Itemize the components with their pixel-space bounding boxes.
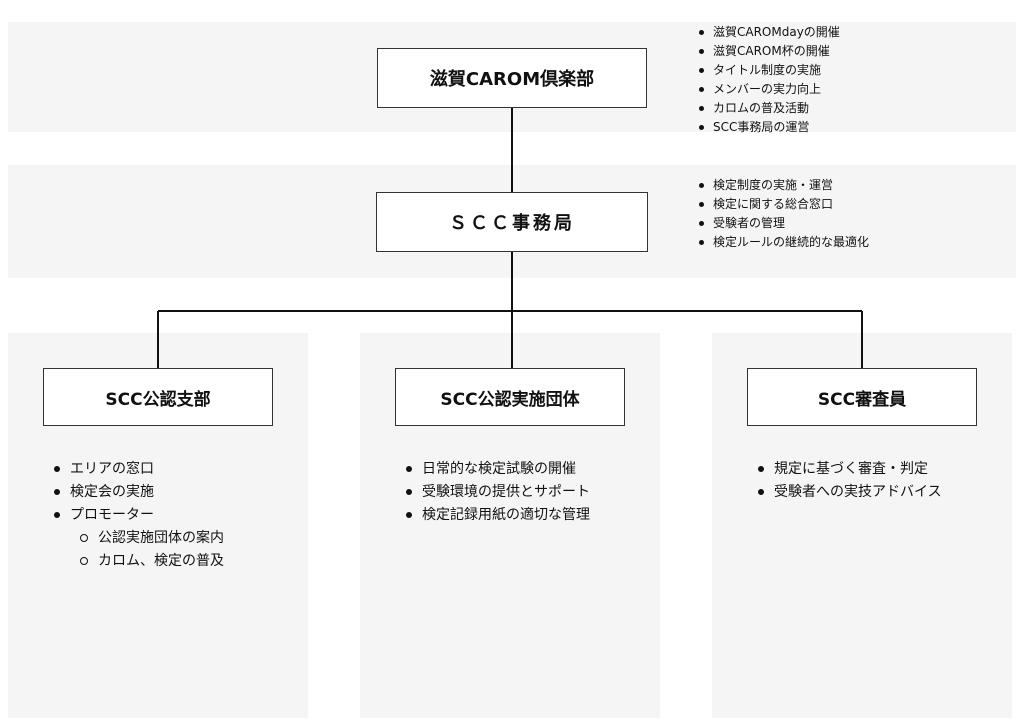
branch-item: プロモーター — [52, 504, 224, 527]
branch-items-1: エリアの窓口 検定会の実施 プロモーター 公認実施団体の案内 カロム、検定の普及 — [52, 458, 224, 573]
branch-title: SCC公認実施団体 — [440, 389, 580, 410]
branch-box-2: SCC公認実施団体 — [395, 368, 625, 426]
note-item: 検定制度の実施・運営 — [697, 176, 869, 195]
note-item: SCC事務局の運営 — [697, 118, 840, 137]
note-item: カロムの普及活動 — [697, 99, 840, 118]
office-title: ＳＣＣ事務局 — [449, 213, 575, 234]
branch-item: 規定に基づく審査・判定 — [756, 458, 942, 481]
branch-title: SCC審査員 — [817, 389, 907, 410]
branch-item: エリアの窓口 — [52, 458, 224, 481]
branch-box-3: SCC審査員 — [747, 368, 977, 426]
note-item: 滋賀CAROM杯の開催 — [697, 42, 840, 61]
note-item: タイトル制度の実施 — [697, 61, 840, 80]
branch-items-2: 日常的な検定試験の開催 受験環境の提供とサポート 検定記録用紙の適切な管理 — [404, 458, 590, 527]
branch-item: 検定会の実施 — [52, 481, 224, 504]
office-notes: 検定制度の実施・運営 検定に関する総合窓口 受験者の管理 検定ルールの継続的な最… — [697, 176, 869, 252]
note-item: 受験者の管理 — [697, 214, 869, 233]
branch-item: 検定記録用紙の適切な管理 — [404, 504, 590, 527]
note-item: メンバーの実力向上 — [697, 80, 840, 99]
branch-title: SCC公認支部 — [105, 389, 211, 410]
top-org-title: 滋賀CAROM倶楽部 — [429, 69, 595, 90]
branch-item: 受験者への実技アドバイス — [756, 481, 942, 504]
branch-items-3: 規定に基づく審査・判定 受験者への実技アドバイス — [756, 458, 942, 504]
branch-subitem: カロム、検定の普及 — [52, 550, 224, 573]
note-item: 検定に関する総合窓口 — [697, 195, 869, 214]
branch-box-1: SCC公認支部 — [43, 368, 273, 426]
note-item: 滋賀CAROMdayの開催 — [697, 23, 840, 42]
branch-subitem: 公認実施団体の案内 — [52, 527, 224, 550]
top-org-notes: 滋賀CAROMdayの開催 滋賀CAROM杯の開催 タイトル制度の実施 メンバー… — [697, 23, 840, 137]
branch-item: 日常的な検定試験の開催 — [404, 458, 590, 481]
top-org-box: 滋賀CAROM倶楽部 — [377, 48, 647, 108]
office-box: ＳＣＣ事務局 — [376, 192, 648, 252]
branch-item: 受験環境の提供とサポート — [404, 481, 590, 504]
note-item: 検定ルールの継続的な最適化 — [697, 233, 869, 252]
